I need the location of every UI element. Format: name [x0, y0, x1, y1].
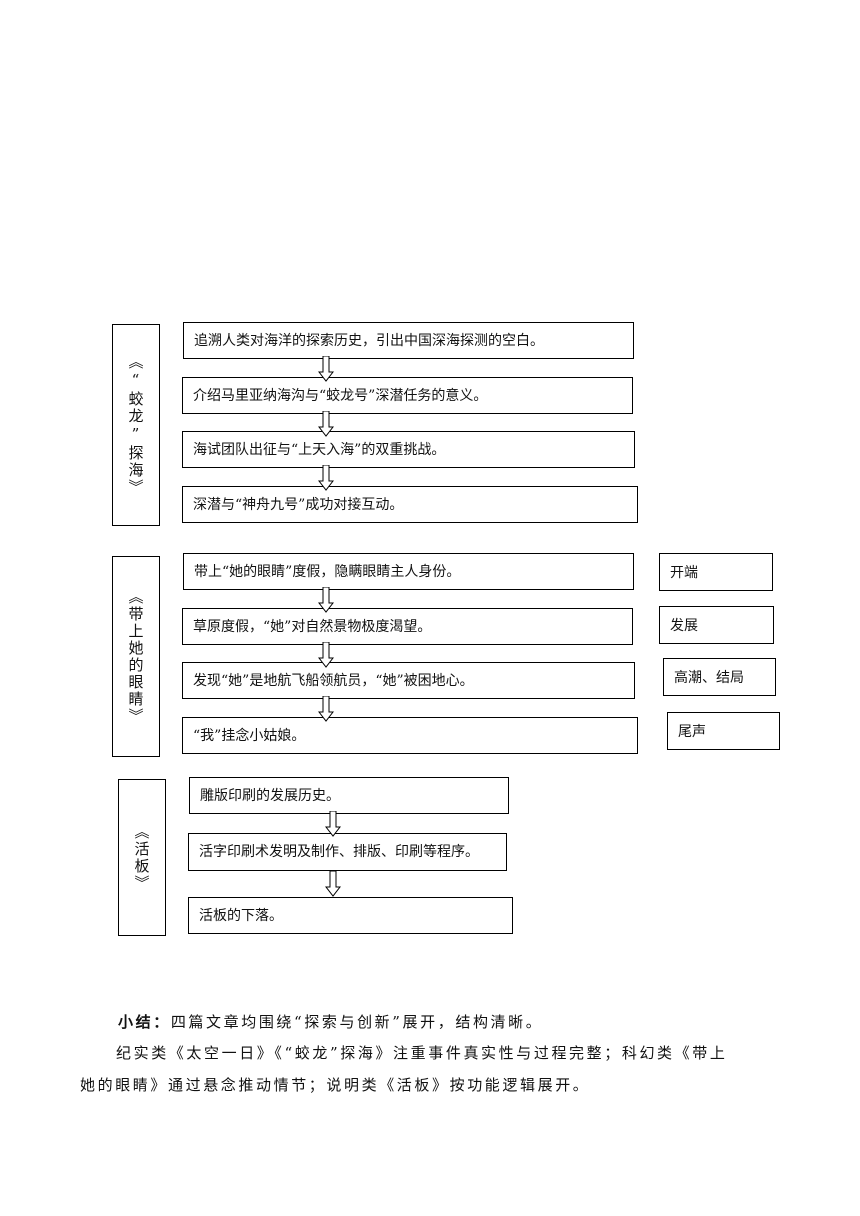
section-2-step-2: 草原度假，“她”对自然景物极度渴望。: [182, 608, 633, 645]
section-1-step-2: 介绍马里亚纳海沟与“蛟龙号”深潜任务的意义。: [182, 377, 633, 414]
down-arrow-icon: [318, 465, 334, 491]
section-3-step-3: 活板的下落。: [188, 897, 513, 934]
down-arrow-icon: [318, 587, 334, 613]
section-2-step-3: 发现“她”是地航飞船领航员，“她”被困地心。: [182, 662, 635, 699]
section-1-step-3: 海试团队出征与“上天入海”的双重挑战。: [182, 431, 635, 468]
summary-line-2: 纪实类《太空一日》《“蛟龙”探海》注重事件真实性与过程完整；科幻类《带上: [116, 1042, 816, 1063]
section-2-step-4: “我”挂念小姑娘。: [182, 717, 638, 754]
stage-text: 发展: [670, 618, 698, 634]
down-arrow-icon: [318, 696, 334, 722]
down-arrow-icon: [318, 642, 334, 668]
section-1-step-1: 追溯人类对海洋的探索历史，引出中国深海探测的空白。: [183, 322, 634, 359]
step-text: 追溯人类对海洋的探索历史，引出中国深海探测的空白。: [194, 332, 544, 349]
stage-label-1: 开端: [659, 553, 773, 591]
down-arrow-icon: [318, 356, 334, 382]
stage-label-4: 尾声: [667, 712, 780, 750]
section-2-title-box: 《带上她的眼睛》: [112, 556, 160, 757]
step-text: 带上“她的眼睛”度假，隐瞒眼睛主人身份。: [194, 563, 461, 580]
section-3-step-1: 雕版印刷的发展历史。: [189, 777, 509, 814]
step-text: 介绍马里亚纳海沟与“蛟龙号”深潜任务的意义。: [193, 387, 488, 404]
step-text: 活板的下落。: [199, 907, 283, 924]
down-arrow-icon: [325, 871, 341, 897]
step-text: 雕版印刷的发展历史。: [200, 787, 340, 804]
section-1-step-4: 深潜与“神舟九号”成功对接互动。: [182, 486, 638, 523]
section-2-title: 《带上她的眼睛》: [126, 588, 145, 725]
section-3-step-2: 活字印刷术发明及制作、排版、印刷等程序。: [188, 833, 507, 871]
step-text: 活字印刷术发明及制作、排版、印刷等程序。: [199, 844, 479, 860]
stage-label-2: 发展: [659, 606, 774, 644]
summary-line-1: 小结：四篇文章均围绕“探索与创新”展开，结构清晰。: [118, 1011, 798, 1032]
section-1-title-box: 《“蛟龙”探海》: [112, 324, 160, 526]
down-arrow-icon: [318, 411, 334, 437]
section-1-title: 《“蛟龙”探海》: [126, 354, 145, 496]
step-text: 海试团队出征与“上天入海”的双重挑战。: [193, 441, 446, 458]
summary-label: 小结：: [118, 1013, 171, 1031]
down-arrow-icon: [325, 811, 341, 837]
step-text: 深潜与“神舟九号”成功对接互动。: [193, 496, 404, 513]
summary-text-1: 四篇文章均围绕“探索与创新”展开，结构清晰。: [170, 1013, 544, 1031]
stage-text: 高潮、结局: [674, 670, 744, 686]
summary-text-3: 她的眼睛》通过悬念推动情节；说明类《活板》按功能逻辑展开。: [80, 1076, 591, 1094]
section-3-title-box: 《活板》: [118, 779, 166, 936]
step-text: “我”挂念小姑娘。: [193, 727, 306, 744]
section-2-step-1: 带上“她的眼睛”度假，隐瞒眼睛主人身份。: [183, 553, 634, 590]
section-3-title: 《活板》: [132, 823, 151, 892]
summary-line-3: 她的眼睛》通过悬念推动情节；说明类《活板》按功能逻辑展开。: [80, 1074, 780, 1095]
step-text: 草原度假，“她”对自然景物极度渴望。: [193, 618, 432, 635]
stage-label-3: 高潮、结局: [663, 658, 776, 696]
summary-text-2: 纪实类《太空一日》《“蛟龙”探海》注重事件真实性与过程完整；科幻类《带上: [116, 1044, 728, 1062]
stage-text: 尾声: [678, 724, 706, 740]
step-text: 发现“她”是地航飞船领航员，“她”被困地心。: [193, 672, 474, 689]
stage-text: 开端: [670, 565, 698, 581]
